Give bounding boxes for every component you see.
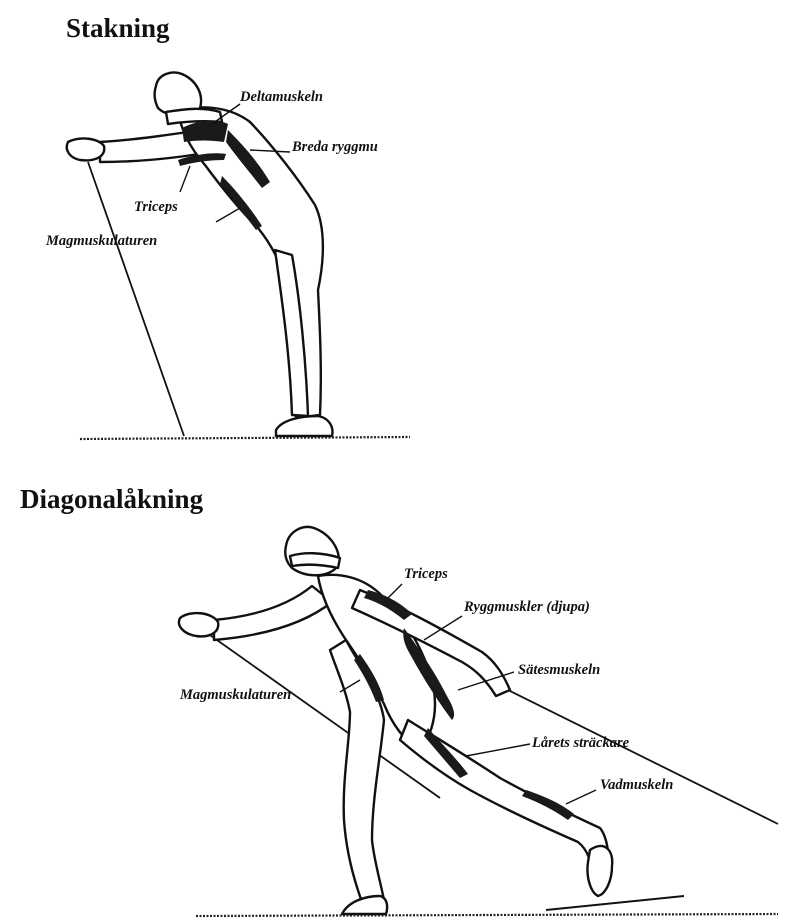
diagonal-hat-band	[290, 553, 340, 568]
diagonal-label-triceps: Triceps	[404, 566, 448, 582]
stakning-boot	[276, 416, 332, 436]
stakning-title: Stakning	[66, 13, 170, 43]
diagonal-front-arm	[214, 586, 332, 640]
diagonal-title: Diagonalåkning	[20, 484, 204, 514]
diagonal-label-larets-strackare: Lårets sträckare	[531, 735, 630, 751]
diagonal-larets-leader	[466, 744, 530, 756]
diagonal-label-satesmuskeln: Sätesmuskeln	[518, 662, 600, 678]
diagonal-front-hand	[179, 613, 218, 636]
diagonal-label-magmuskulaturen: Magmuskulaturen	[179, 687, 291, 703]
diagonal-vadmuskeln-leader	[566, 790, 596, 804]
diagonal-triceps-leader	[388, 584, 402, 598]
stakning-label-deltamuskeln: Deltamuskeln	[239, 89, 323, 105]
diagonal-label-vadmuskeln: Vadmuskeln	[600, 777, 673, 793]
diagonal-ground-line	[196, 914, 778, 916]
diagonal-ski	[546, 896, 684, 910]
stakning-label-triceps: Triceps	[134, 199, 178, 215]
diagonal-head	[285, 527, 339, 575]
stakning-magmusk-leader	[216, 208, 240, 222]
stakning-triceps-leader	[180, 166, 190, 192]
diagonal-section: Diagonalåkning	[20, 484, 778, 916]
stakning-skier-figure	[67, 73, 333, 437]
diagonal-rear-boot	[587, 846, 612, 896]
diagonal-label-ryggmuskler: Ryggmuskler (djupa)	[463, 599, 590, 615]
stakning-hand	[67, 139, 105, 161]
stakning-label-magmuskulaturen: Magmuskulaturen	[45, 233, 157, 249]
stakning-ground-line	[80, 437, 410, 439]
diagonal-front-boot	[342, 896, 387, 914]
stakning-section: Stakning	[45, 13, 410, 439]
diagonal-skier-figure	[179, 527, 612, 914]
stakning-label-breda-ryggmu: Breda ryggmu	[291, 139, 378, 155]
